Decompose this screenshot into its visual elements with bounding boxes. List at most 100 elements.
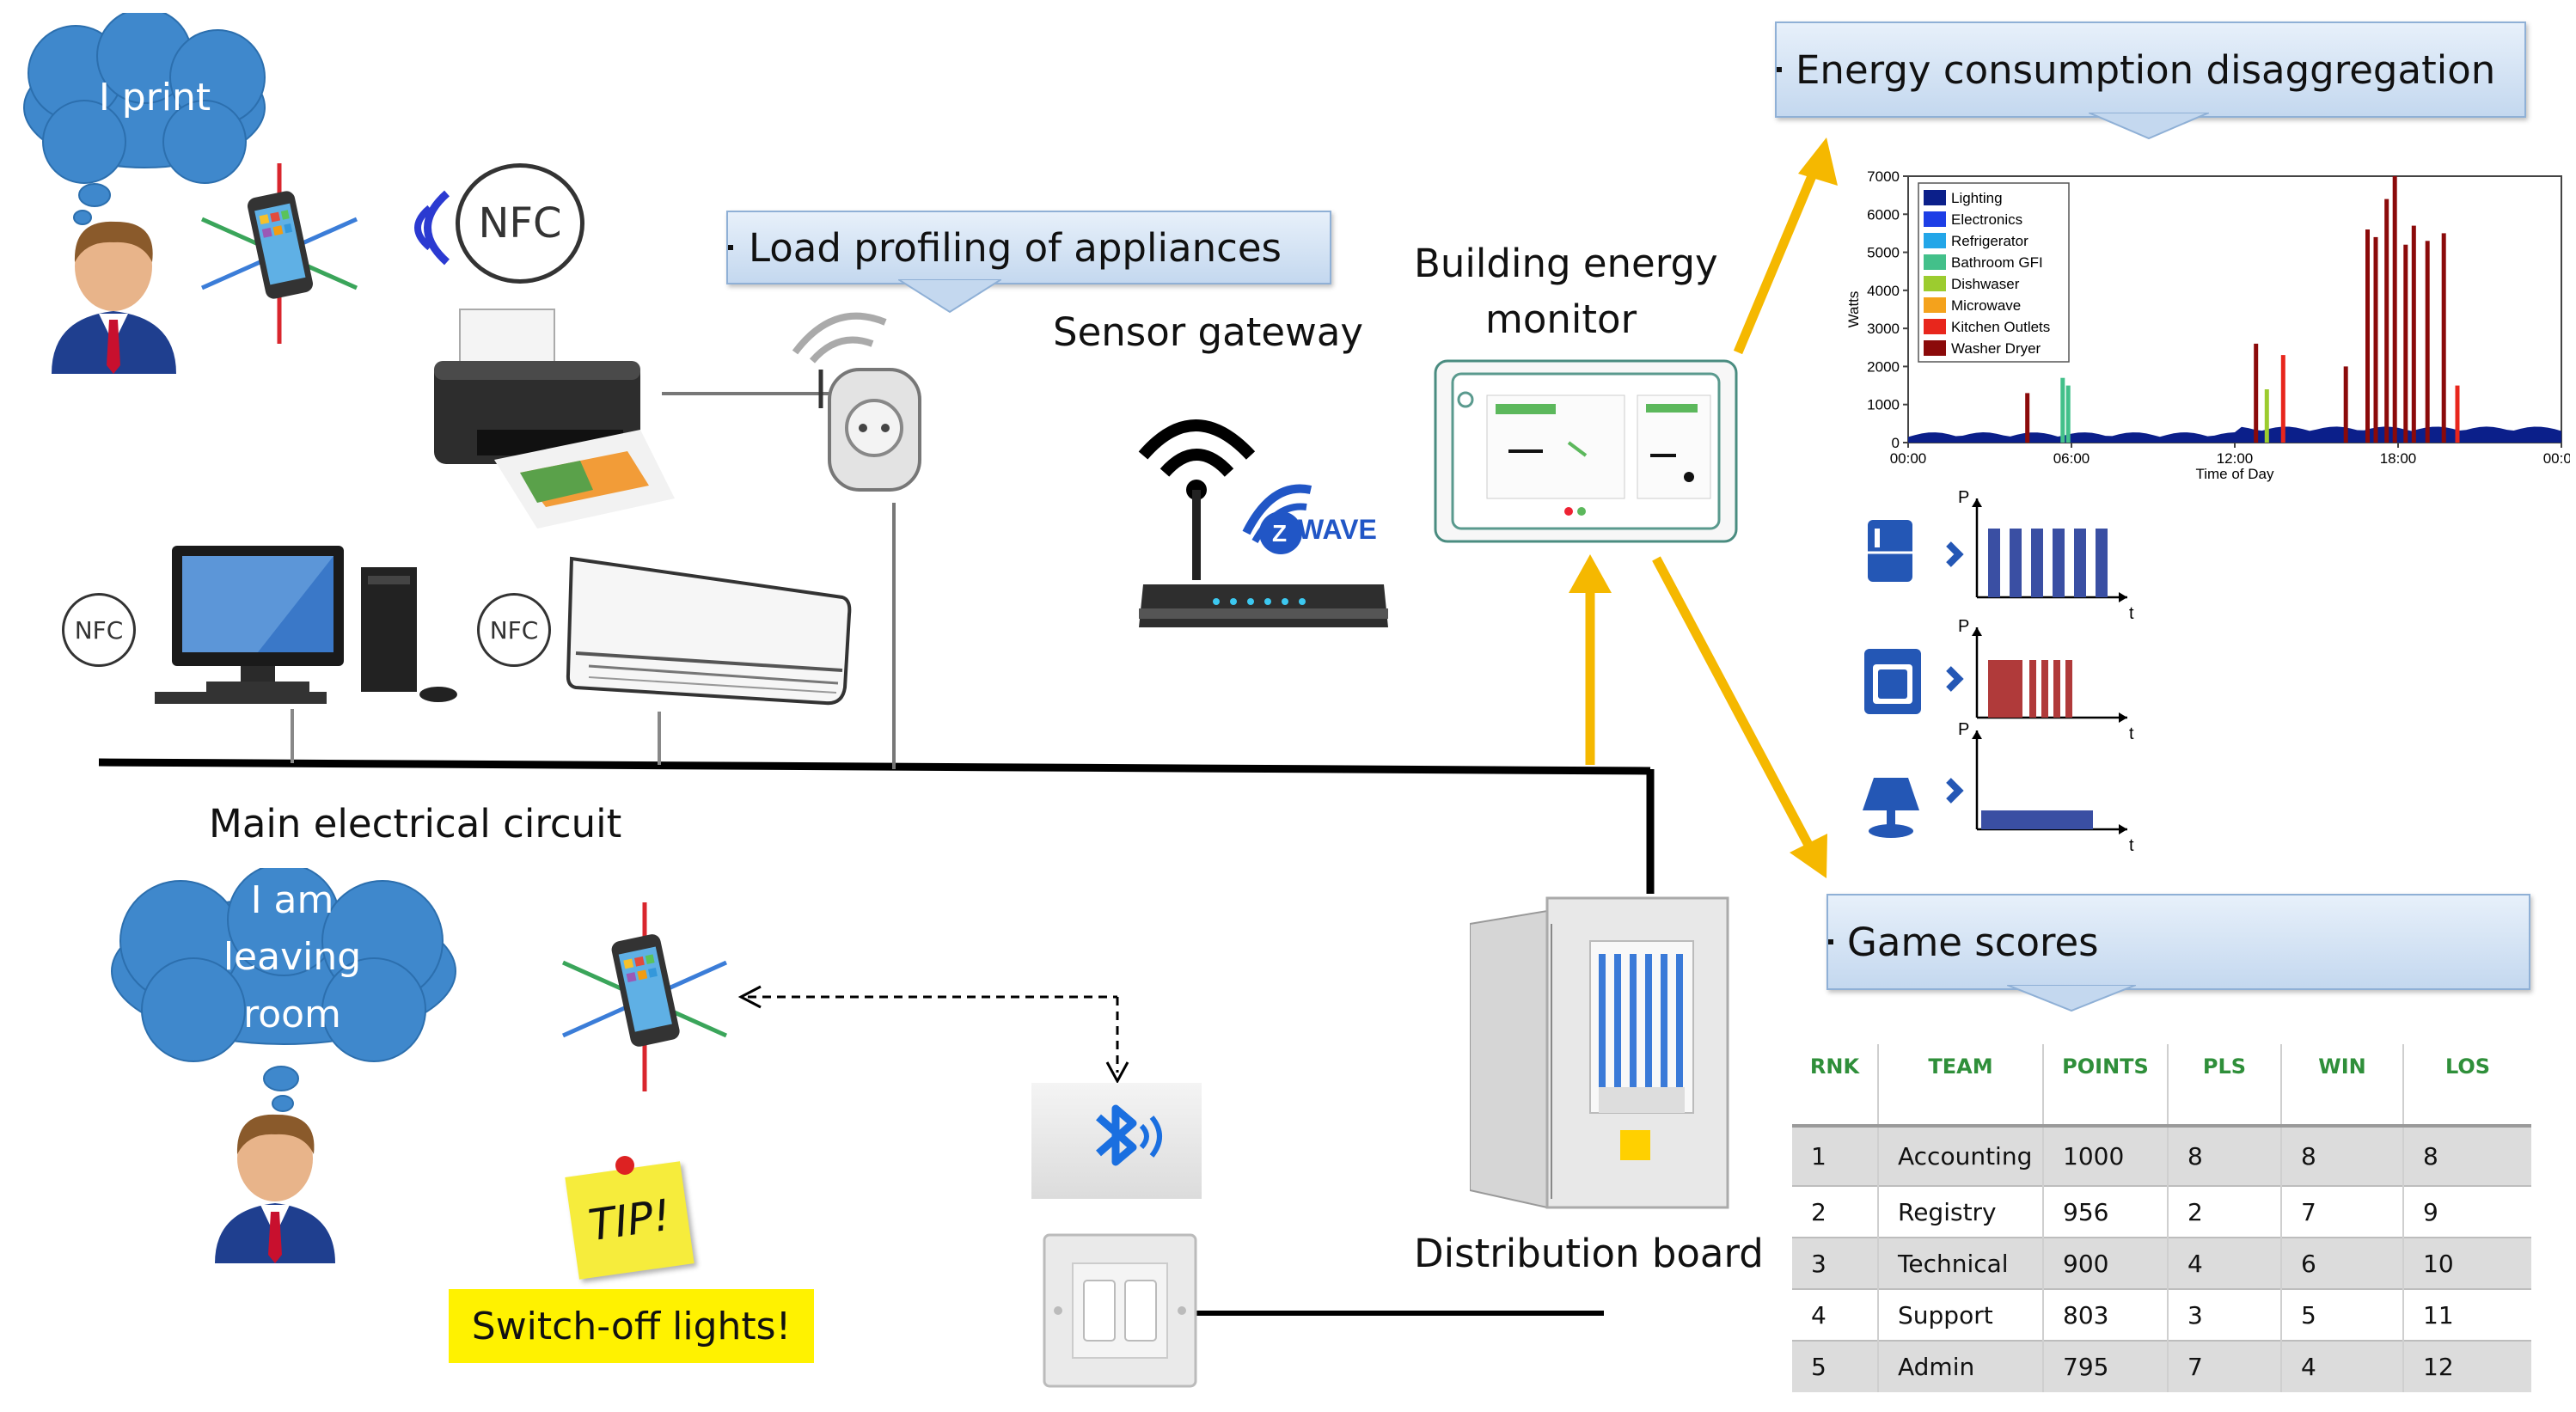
zwave-label: WAVE [1298,514,1377,545]
chart-spike-bar [2411,225,2416,443]
score-header-win: WIN [2281,1044,2404,1126]
air-conditioner-icon [566,556,852,706]
wifi-router-icon: Z [1138,419,1388,627]
chart-spike-bar [2455,385,2460,443]
energy-monitor-device-icon [1434,359,1738,543]
fridge-icon [1868,520,1912,582]
chart-spike-bar [2403,244,2408,443]
chart-spike-bar [2280,355,2285,443]
main-circuit-line [98,758,1651,775]
tip-sticky-note: TIP! [565,1161,694,1280]
cloud-leaving-line-2: leaving [223,935,362,979]
lamp-icon [1863,778,1919,810]
chart-legend-swatch [1924,233,1946,248]
profile-t-label: t [2129,604,2134,623]
chart-spike-bar [2384,199,2389,443]
profile-bar [1988,660,2022,718]
score-cell-points: 956 [2043,1185,2169,1238]
score-cell-team: Registry [1878,1185,2044,1238]
building-monitor-label-1: Building energy [1414,241,1718,286]
switch-off-label: Switch-off lights! [471,1304,792,1348]
score-header-points: POINTS [2043,1044,2169,1126]
chart-legend-swatch [1924,190,1946,205]
score-cell-los: 8 [2403,1124,2531,1186]
chart-spike-bar [2025,393,2030,443]
nfc-wave-icon [414,190,450,266]
chart-legend-swatch [1924,211,1946,227]
score-cell-pls: 3 [2168,1288,2282,1341]
nfc-pc-icon: NFC [62,593,136,667]
nfc-ac-icon: NFC [477,593,551,667]
distribution-board-label: Distribution board [1414,1231,1764,1276]
score-cell-win: 4 [2281,1340,2404,1392]
profile-bar [2031,529,2043,597]
chevron-icon [1946,778,1964,804]
svg-text:Z: Z [1272,520,1287,547]
chart-baseline-area [1908,426,2561,443]
score-cell-rnk: 3 [1792,1237,1879,1289]
score-cell-los: 9 [2403,1185,2531,1238]
chart-legend-swatch [1924,254,1946,270]
chart-x-tick-label: 18:00 [2380,450,2417,467]
cloud-print-text: I print [98,76,211,119]
chart-spike-bar [2060,377,2065,443]
chart-y-tick-label: 7000 [1867,168,1900,185]
oven-window-inner [1878,669,1907,699]
chart-legend-swatch [1924,276,1946,291]
profile-y-arrow [1972,730,1982,739]
game-scores-label: Game scores [1847,919,2099,965]
profile-bar [2053,529,2065,597]
chart-y-tick-label: 0 [1892,435,1900,451]
person-icon [52,221,176,374]
profile-p-label: P [1958,720,1969,739]
score-header-los: LOS [2444,1054,2491,1079]
profile-x-arrow [2119,824,2127,834]
score-cell-pls: 8 [2168,1124,2282,1186]
chart-legend-label: Dishwaser [1951,276,2020,292]
thought-cloud-leaving [111,868,456,1112]
bluetooth-dashed-link [737,985,1129,1085]
nfc-ac-label: NFC [489,615,539,645]
sensor-gateway-label: Sensor gateway [1053,309,1364,355]
chart-spike-bar [2365,229,2370,443]
chart-x-tick-label: 00:00 [1890,450,1927,467]
score-cell-rnk: 5 [1792,1340,1879,1392]
desktop-computer-icon [155,546,457,704]
score-cell-pls: 7 [2168,1340,2282,1392]
yellow-arrows [1569,138,1838,878]
fridge-handle [1875,529,1880,547]
switch-off-banner: Switch-off lights! [449,1289,814,1363]
profile-bar [2074,529,2086,597]
score-cell-win: 5 [2281,1288,2404,1341]
profile-bar [1981,810,2093,829]
chart-x-axis-label: Time of Day [2195,466,2274,482]
phone-motion-icon [200,163,358,344]
profile-x-arrow [2119,712,2127,723]
profile-bar [1988,529,2000,597]
score-cell-points: 900 [2043,1237,2169,1289]
fuse-box-icon [1470,896,1729,1209]
chart-y-tick-label: 2000 [1867,358,1900,375]
chart-legend-label: Refrigerator [1951,233,2028,249]
profile-t-label: t [2129,724,2134,743]
phone-motion-2-icon [561,902,728,1091]
chart-spike-bar [2441,233,2446,443]
chart-legend-label: Bathroom GFI [1951,254,2043,271]
chart-y-axis-label: Watts [1845,291,1862,328]
tip-label: TIP! [585,1189,674,1251]
light-switch-icon[interactable] [1043,1233,1197,1388]
game-scores-callout: Game scores [1826,894,2530,990]
score-cell-los: 11 [2403,1288,2531,1341]
score-cell-points: 795 [2043,1340,2169,1392]
score-cell-team: Accounting [1878,1124,2044,1186]
chart-spike-bar [2065,385,2071,443]
chart-x-tick-label: 12:00 [2217,450,2254,467]
chart-spike-bar [2425,241,2430,443]
score-cell-los: 10 [2403,1237,2531,1289]
profile-y-arrow [1972,498,1982,507]
